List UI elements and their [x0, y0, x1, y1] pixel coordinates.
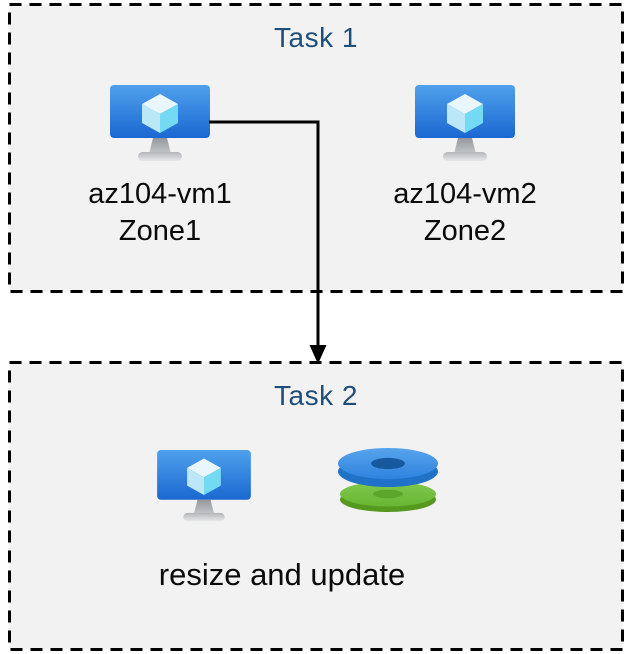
- vm2-label: az104-vm2 Zone2: [365, 176, 565, 250]
- task2-caption: resize and update: [158, 557, 406, 592]
- virtual-machine-icon: [157, 450, 251, 522]
- virtual-machine-icon: [110, 85, 210, 161]
- task1-group: Task 1 az104-vm1 Zone1 az104-vm2: [8, 3, 624, 293]
- vm2-name: az104-vm2: [393, 178, 537, 210]
- vm2-zone: Zone2: [423, 215, 507, 247]
- vm1-name: az104-vm1: [88, 178, 232, 210]
- task2-title: Task 2: [274, 380, 358, 411]
- vm1-zone: Zone1: [118, 215, 202, 247]
- task2-group: Task 2 resize and update: [8, 361, 624, 651]
- managed-disks-icon: [338, 448, 438, 512]
- virtual-machine-icon: [415, 85, 515, 161]
- task1-title: Task 1: [274, 22, 358, 53]
- vm1-label: az104-vm1 Zone1: [60, 176, 260, 250]
